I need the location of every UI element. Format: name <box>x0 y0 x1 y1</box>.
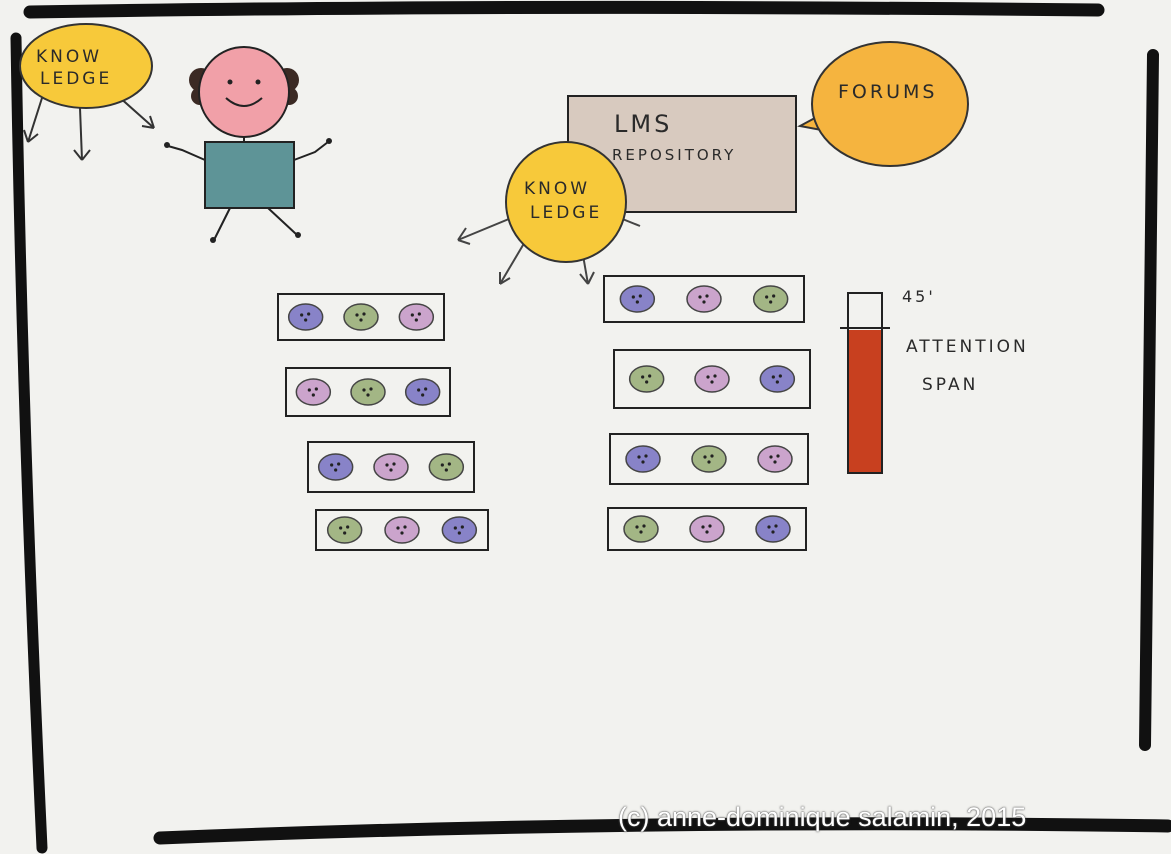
frame-left <box>10 32 48 854</box>
knowledge-line1: KNOW <box>36 47 102 67</box>
ray-arrow <box>23 97 43 143</box>
student-green <box>343 303 379 331</box>
student-purple <box>619 285 656 313</box>
student-group-box <box>609 433 809 485</box>
hand <box>164 142 170 148</box>
knowledge-bubble <box>19 23 153 109</box>
frame-right <box>1139 49 1159 751</box>
student-group-box <box>277 293 445 341</box>
student-green <box>350 378 386 406</box>
frame-bottom <box>153 817 1171 845</box>
student-group <box>277 293 445 341</box>
knowledge-line2: LEDGE <box>530 203 602 223</box>
knowledge-bubble <box>505 141 627 263</box>
forums-label: FORUMS <box>838 81 937 103</box>
student-purple <box>287 303 324 331</box>
ray-arrow <box>499 239 527 285</box>
attention-span-meter: 45' ATTENTION SPAN <box>840 287 1029 474</box>
student-purple <box>441 516 478 544</box>
knowledge-line2: LEDGE <box>40 69 112 89</box>
student-group <box>607 507 807 551</box>
attention-label-line1: ATTENTION <box>906 337 1029 357</box>
eye <box>227 79 233 85</box>
hand <box>326 138 332 144</box>
foot <box>210 237 216 243</box>
meter-fill <box>849 330 881 472</box>
student-group <box>285 367 451 417</box>
student-purple <box>759 365 796 393</box>
frame-top <box>23 0 1105 19</box>
teacher-figure <box>164 46 332 243</box>
left-leg <box>213 207 231 241</box>
student-group <box>307 441 475 493</box>
student-group <box>315 509 489 551</box>
student-group <box>609 433 809 485</box>
ray-arrow <box>73 107 91 161</box>
student-group-box <box>603 275 805 323</box>
student-group-box <box>307 441 475 493</box>
student-green <box>628 365 665 393</box>
student-purple <box>317 453 354 481</box>
student-green <box>623 515 659 543</box>
attention-label-line2: SPAN <box>922 375 978 395</box>
teacher-face <box>198 46 290 138</box>
attention-time: 45' <box>902 287 936 306</box>
right-leg <box>267 207 297 235</box>
teacher-shirt <box>204 141 295 209</box>
student-group <box>613 349 811 409</box>
student-purple <box>755 515 791 543</box>
foot <box>295 232 301 238</box>
student-green <box>428 453 465 481</box>
student-purple <box>625 445 661 473</box>
student-green <box>326 516 363 544</box>
knowledge-line1: KNOW <box>524 179 590 199</box>
student-pink <box>757 445 793 473</box>
student-purple <box>404 378 441 406</box>
forums-bubble: FORUMS <box>797 41 969 167</box>
student-pink <box>384 516 420 544</box>
student-pink <box>686 285 722 313</box>
left-student-groups <box>277 293 489 551</box>
smile <box>225 97 263 107</box>
knowledge-sun-center: KNOW LEDGE <box>457 141 641 285</box>
eye <box>255 79 261 85</box>
student-group <box>603 275 805 323</box>
forums-circle <box>811 41 969 167</box>
left-arm <box>167 145 206 161</box>
right-student-groups <box>603 275 811 551</box>
ray-arrow <box>457 215 517 245</box>
student-green <box>752 285 789 313</box>
copyright-credit: (c) anne-dominique salamin, 2015 <box>618 802 1027 832</box>
meter-outline <box>847 292 883 474</box>
student-pink <box>694 365 730 393</box>
student-pink <box>295 378 332 406</box>
lms-label: LMS <box>614 110 672 138</box>
student-pink <box>398 303 435 331</box>
student-pink <box>373 453 409 481</box>
student-group-box <box>315 509 489 551</box>
lms-repository-label: REPOSITORY <box>612 146 736 164</box>
knowledge-sun-top-left: KNOW LEDGE <box>19 23 155 161</box>
student-group-box <box>613 349 811 409</box>
right-arm <box>293 141 329 161</box>
student-group-box <box>607 507 807 551</box>
student-pink <box>689 515 725 543</box>
student-green <box>691 445 727 473</box>
student-group-box <box>285 367 451 417</box>
